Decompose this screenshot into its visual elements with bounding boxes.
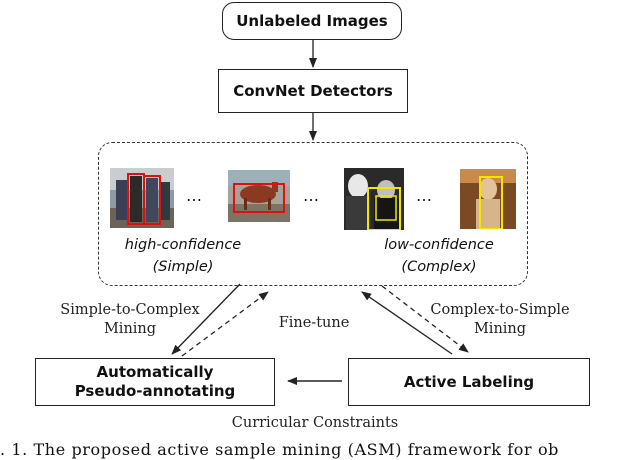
low-confidence-label: low-confidence — [384, 237, 494, 253]
auto-pseudo-annotating-node: Automatically Pseudo-annotating — [35, 358, 275, 406]
convnet-detectors-node: ConvNet Detectors — [218, 69, 408, 113]
convnet-detectors-label: ConvNet Detectors — [233, 81, 393, 100]
predictions-title — [250, 146, 376, 166]
simple-label: (Simple) — [152, 259, 214, 275]
predictions-group — [98, 142, 528, 286]
complex-label: (Complex) — [401, 259, 477, 275]
thumbnail-person — [460, 169, 516, 229]
ellipsis-3: … — [416, 186, 433, 205]
high-confidence-label: high-confidence — [124, 237, 242, 253]
unlabeled-images-node: Unlabeled Images — [222, 2, 402, 40]
thumbnail-crowd — [344, 168, 404, 230]
ellipsis-2: … — [303, 186, 320, 205]
figure-caption: . 1. The proposed active sample mining (… — [0, 440, 560, 459]
thumbnail-horse — [228, 170, 290, 222]
curricular-constraints-label: Curricular Constraints — [231, 415, 399, 431]
active-labeling-node: Active Labeling — [348, 358, 590, 406]
ellipsis-1: … — [186, 186, 203, 205]
unlabeled-images-label: Unlabeled Images — [236, 11, 388, 30]
fine-tune-label: Fine-tune — [278, 315, 350, 331]
auto-pseudo-line1: Automatically — [96, 363, 214, 381]
auto-pseudo-line2: Pseudo-annotating — [74, 382, 236, 400]
active-labeling-label: Active Labeling — [403, 372, 535, 391]
thumbnail-pedestrians — [110, 168, 174, 228]
